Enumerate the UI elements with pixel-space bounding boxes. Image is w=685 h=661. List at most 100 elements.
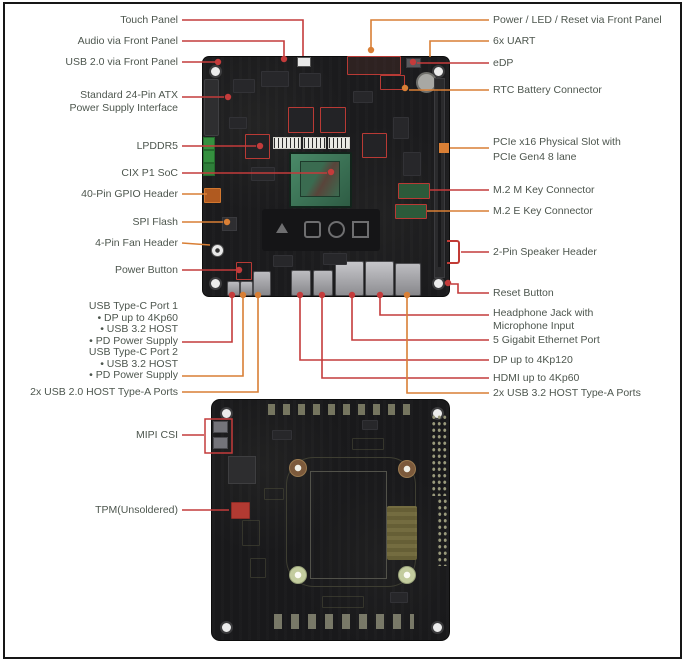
component <box>233 79 255 93</box>
silkscreen-mark <box>242 520 260 546</box>
component <box>261 71 289 87</box>
spi-flash-label: SPI Flash <box>132 216 178 229</box>
gpio-40pin-header <box>204 188 221 203</box>
label-line: HDMI up to 4Kp60 <box>493 372 580 384</box>
usbc-port2-leader-line <box>182 297 244 377</box>
reset-button-label: Reset Button <box>493 287 554 300</box>
dp-port-connector <box>291 270 311 296</box>
gpio-header-label: 40-Pin GPIO Header <box>81 188 178 201</box>
component <box>272 430 292 440</box>
label-line: 2x USB 3.2 HOST Type-A Ports <box>493 387 641 399</box>
silkscreen-label <box>273 137 301 149</box>
speaker-header-label: 2-Pin Speaker Header <box>493 246 597 259</box>
m2-e-key-connector <box>395 204 427 219</box>
mounting-hole <box>220 407 233 420</box>
ethernet-jack <box>365 261 394 296</box>
label-line: USB 2.0 via Front Panel <box>65 56 178 68</box>
mounting-hole <box>432 65 445 78</box>
spi-flash-chip <box>222 217 237 231</box>
audio-front-panel-label: Audio via Front Panel <box>78 35 178 48</box>
dp-port-leader <box>296 291 489 361</box>
bracket-pad <box>398 566 416 584</box>
mounting-hole <box>209 65 222 78</box>
cert-mark <box>352 221 369 238</box>
mipi-csi-connector <box>213 421 228 433</box>
usb32-stack-port <box>395 263 421 296</box>
usbc-port1-leader-line <box>182 297 233 343</box>
usb-c-port-1 <box>227 281 240 296</box>
pad-field <box>431 414 447 496</box>
edp-connector <box>406 58 421 68</box>
component <box>229 117 247 129</box>
m2-m-key-connector <box>398 183 430 199</box>
cix-p1-soc-chip <box>289 152 352 208</box>
silkscreen-label <box>303 137 326 149</box>
usbc-port1-label: USB Type-C Port 1• DP up to 4Kp60• USB 3… <box>88 300 178 347</box>
pad-field <box>437 498 448 566</box>
usbc-port2-label: USB Type-C Port 2• USB 3.2 HOST• PD Powe… <box>88 346 178 382</box>
label-line: Headphone Jack with <box>493 307 594 319</box>
lpddr5-chip <box>288 107 314 133</box>
mipi-csi-connector <box>213 437 228 449</box>
pcie-x16-slot <box>434 78 445 278</box>
usbc-port1-leader <box>182 291 236 343</box>
triangle-mark <box>276 223 288 233</box>
tpm-label: TPM(Unsoldered) <box>95 504 178 517</box>
component <box>251 167 275 181</box>
fp-power-led-reset-leader <box>367 19 489 54</box>
audio-front-panel-leader-line <box>182 40 285 57</box>
mounting-hole <box>220 621 233 634</box>
usb-c-port-2 <box>240 281 253 296</box>
hdmi-port-leader-line <box>321 297 489 379</box>
label-line: 40-Pin GPIO Header <box>81 188 178 200</box>
label-line: Microphone Input <box>493 320 575 332</box>
label-line: eDP <box>493 57 514 69</box>
fp-power-led-reset-leader-line <box>370 19 489 50</box>
pad-row <box>268 404 418 415</box>
label-line: Standard 24-Pin ATX <box>80 89 178 101</box>
silkscreen-label <box>328 137 350 149</box>
usb20-stack-port <box>253 271 271 296</box>
label-line: Power Supply Interface <box>69 102 178 114</box>
power-button-highlight <box>236 262 252 280</box>
usb32-ports-leader <box>403 291 489 394</box>
silkscreen-mark <box>352 438 384 450</box>
fan-header-label: 4-Pin Fan Header <box>95 237 178 250</box>
label-line: RTC Battery Connector <box>493 84 602 96</box>
usb20-ports-leader-line <box>182 297 259 393</box>
atx-24pin-connector <box>204 79 219 136</box>
label-line: USB Type-C Port 1 <box>88 300 178 312</box>
usb20-ports-leader <box>182 291 262 393</box>
label-line: • USB 3.2 HOST <box>100 323 178 335</box>
fp-power-led-reset-marker-dot <box>367 46 375 54</box>
mipi-csi-label: MIPI CSI <box>136 429 178 442</box>
component <box>390 592 408 603</box>
bracket-pad <box>398 460 416 478</box>
label-line: M.2 M Key Connector <box>493 184 595 196</box>
label-line: LPDDR5 <box>136 140 178 152</box>
component <box>299 73 321 87</box>
headphone-jack-leader-line <box>379 297 489 316</box>
fp-power-led-reset-label: Power / LED / Reset via Front Panel <box>493 14 662 27</box>
usb20-front-panel-label: USB 2.0 via Front Panel <box>65 56 178 69</box>
usb32-ports-leader-line <box>406 297 489 394</box>
lpddr5-chip <box>245 134 270 159</box>
speaker-header-clip <box>447 240 460 264</box>
mounting-hole <box>431 621 444 634</box>
label-line: DP up to 4Kp120 <box>493 354 573 366</box>
soc-backside-outline <box>310 471 387 579</box>
lpddr5-chip <box>362 133 387 158</box>
bracket-pad <box>289 566 307 584</box>
power-button-label: Power Button <box>115 264 178 277</box>
uart-6x-label: 6x UART <box>493 35 535 48</box>
label-line: USB Type-C Port 2 <box>88 346 178 358</box>
label-line: Power Button <box>114 264 178 276</box>
label-line: • USB 3.2 HOST <box>100 357 178 370</box>
m2-m-key-label: M.2 M Key Connector <box>493 184 595 197</box>
reset-button-leader <box>444 279 489 294</box>
tpm-pad-highlight <box>231 502 250 519</box>
label-line: 6x UART <box>493 35 536 47</box>
rtc-connector-highlight <box>380 75 405 90</box>
